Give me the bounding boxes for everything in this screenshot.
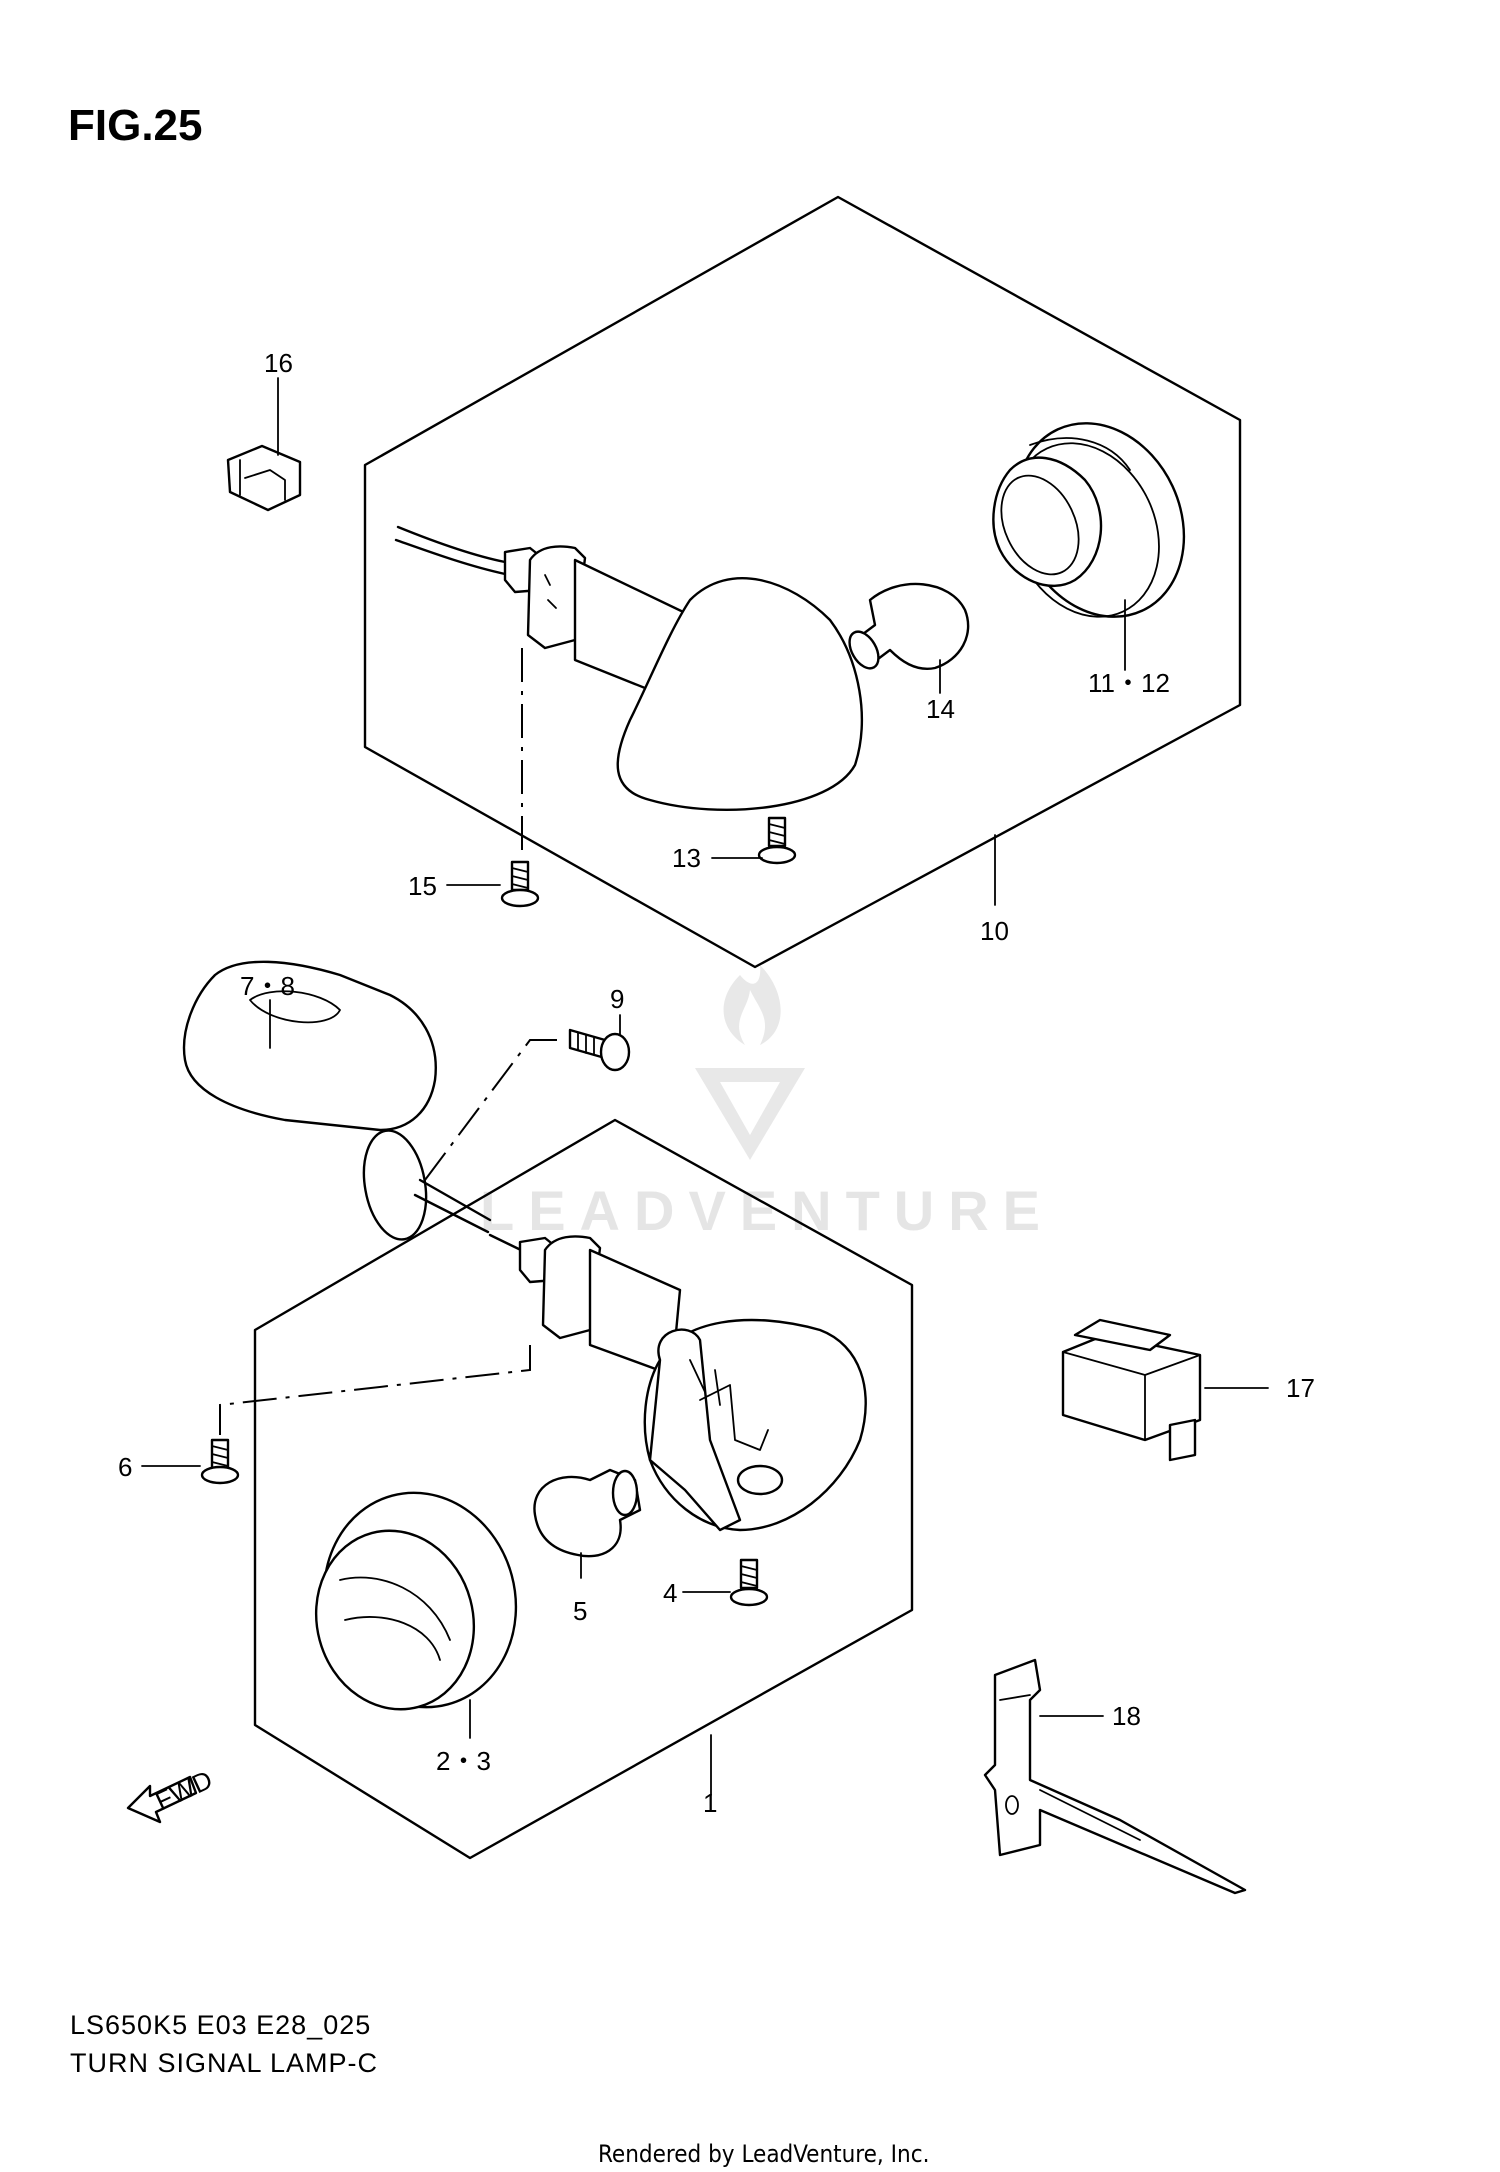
fwd-label: FWD	[151, 1764, 217, 1816]
callout-11-12: 11・12	[1088, 668, 1170, 698]
screw-part-4[interactable]	[729, 1558, 769, 1607]
callout-1: 1	[703, 1788, 717, 1818]
bulb-part-14[interactable]	[844, 582, 970, 673]
clamp-part-16[interactable]	[226, 444, 302, 512]
callout-6: 6	[118, 1452, 132, 1482]
callout-16: 16	[264, 348, 293, 378]
figure-title: FIG.25	[68, 101, 203, 150]
rear-turn-signal-lamp-part-10[interactable]	[394, 525, 864, 812]
screw-6-guide-line	[219, 1345, 531, 1435]
render-credit: Rendered by LeadVenture, Inc.	[598, 2140, 929, 2168]
lens-part-2-3[interactable]	[296, 1471, 539, 1729]
forward-direction-arrow: FWD	[126, 1764, 217, 1824]
callout-7-8: 7・8	[240, 971, 295, 1001]
model-code: LS650K5 E03 E28_025	[70, 2010, 371, 2040]
callout-5: 5	[573, 1596, 587, 1626]
callout-9: 9	[610, 984, 624, 1014]
callout-17: 17	[1286, 1373, 1315, 1403]
callout-10: 10	[980, 916, 1009, 946]
callout-13: 13	[672, 843, 701, 873]
screw-part-15[interactable]	[500, 860, 540, 908]
callout-15: 15	[408, 871, 437, 901]
relay-part-17[interactable]	[1061, 1318, 1202, 1462]
cover-part-7-8[interactable]	[182, 960, 492, 1245]
front-turn-signal-lamp-part-1[interactable]	[488, 1233, 867, 1532]
leader-lines	[141, 377, 1269, 1796]
callout-14: 14	[926, 694, 955, 724]
screw-part-13[interactable]	[757, 816, 797, 865]
bulb-part-5[interactable]	[533, 1468, 642, 1558]
screw-part-6[interactable]	[200, 1438, 240, 1485]
lens-part-11-12[interactable]	[984, 396, 1215, 645]
leadventure-watermark: LEADVENTURE	[480, 965, 1054, 1242]
callout-2-3: 2・3	[436, 1746, 491, 1776]
bolt-guide-line	[424, 1039, 565, 1181]
section-name: TURN SIGNAL LAMP-C	[70, 2048, 378, 2078]
assembly-box-10	[363, 195, 1242, 969]
bracket-part-18[interactable]	[983, 1658, 1247, 1895]
callout-18: 18	[1112, 1701, 1141, 1731]
watermark-text: LEADVENTURE	[480, 1179, 1054, 1242]
assembly-box-1	[253, 1118, 914, 1860]
bolt-part-9[interactable]	[568, 1028, 631, 1072]
callout-4: 4	[663, 1578, 677, 1608]
